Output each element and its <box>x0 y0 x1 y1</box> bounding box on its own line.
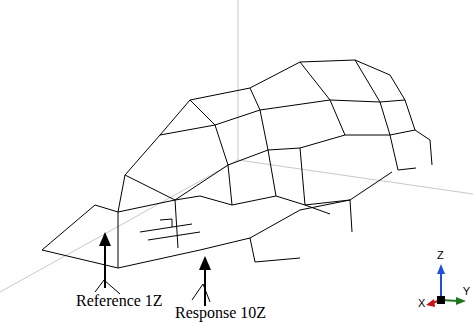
reference-label: Reference 1Z <box>76 293 163 309</box>
axis-label: X <box>418 298 425 309</box>
axis-label: Y <box>463 286 470 297</box>
reference-axes <box>0 0 473 292</box>
axis-triad <box>426 264 466 307</box>
axis-label: Z <box>437 250 444 261</box>
mesh-lines <box>42 60 432 302</box>
response-label: Response 10Z <box>175 305 266 321</box>
